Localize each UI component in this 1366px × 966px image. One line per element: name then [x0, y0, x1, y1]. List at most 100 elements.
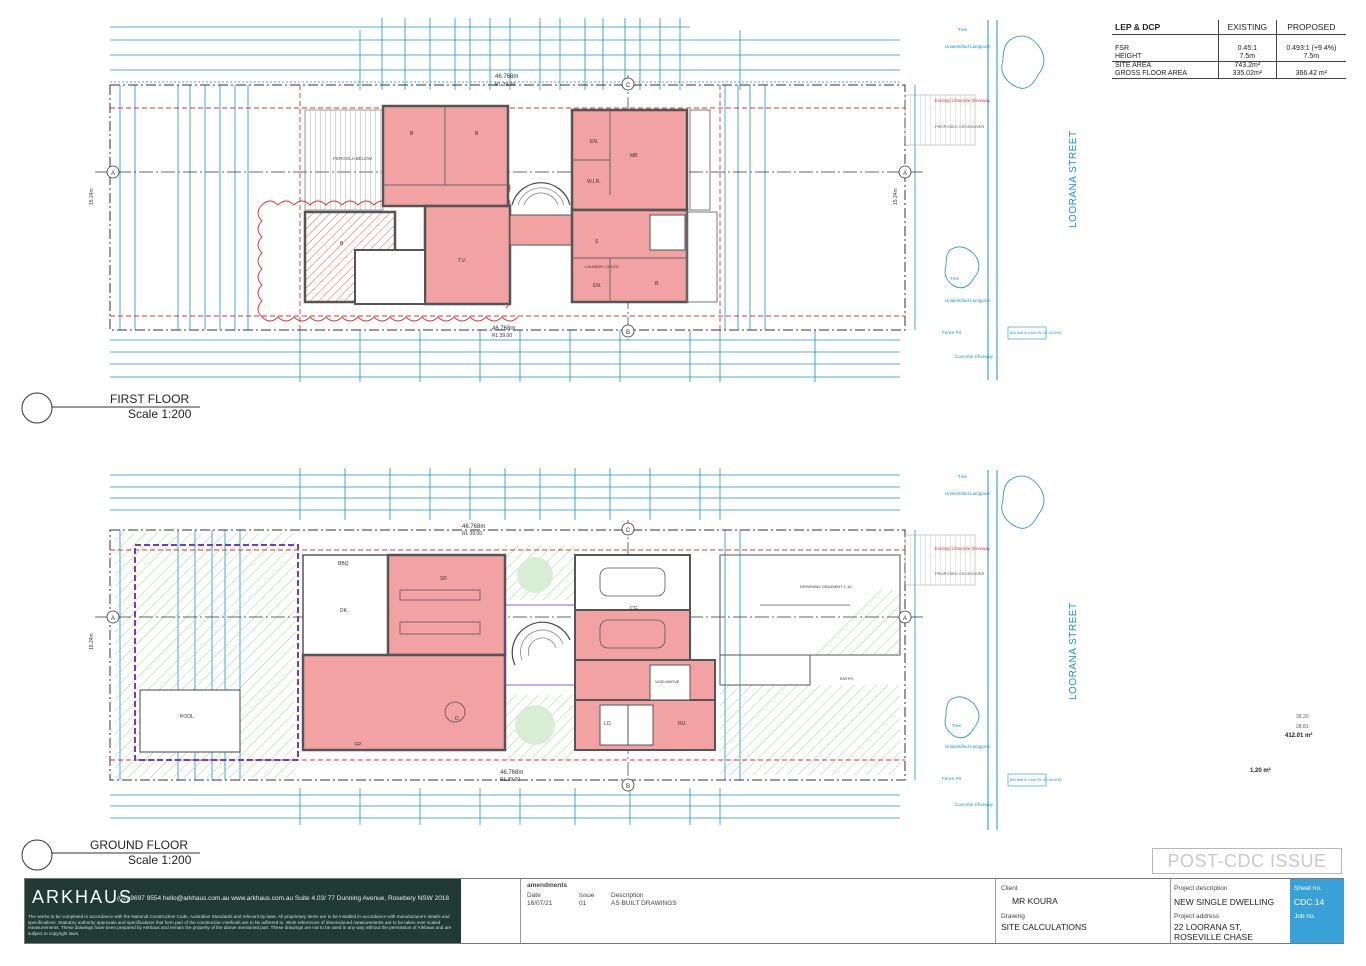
first-floor-stair: [511, 182, 571, 206]
entry-label: ENTRY: [840, 676, 854, 681]
lamppost-label-3: Unidentified Lamppost: [945, 491, 991, 496]
tree-label-2: Tree: [950, 276, 960, 281]
tree-label-1: Tree: [958, 27, 968, 32]
drawing-value: SITE CALCULATIONS: [1001, 922, 1087, 932]
job-label: Job no.: [1294, 913, 1316, 920]
car-1: [599, 567, 666, 597]
first-floor-balcony: [689, 109, 711, 211]
ground-floor-living-lower: [301, 653, 507, 752]
client-cell: Client MR KOURA Drawing SITE CALCULATION…: [995, 879, 1171, 943]
first-floor-grid-c-top: C: [626, 83, 631, 89]
room-laundry-chute: LAUNDRY CHUTE: [585, 264, 619, 269]
room-s: S: [595, 239, 599, 245]
proposed-crossover-label-2: PROPOSED CROSSOVER: [935, 571, 984, 576]
arkhaus-logo: ARKHAUS: [32, 887, 134, 907]
lep-row-fsr: [1112, 34, 1346, 45]
ground-floor-grid-b-bottom: B: [626, 784, 630, 790]
pool: [139, 689, 241, 753]
first-floor-title: FIRST FLOOR: [110, 392, 189, 406]
side-landscape-front: [720, 685, 900, 775]
benchmark-label-1: BM Nail in Kerb RL 42.08 AHD: [1010, 331, 1062, 335]
lep-row: SITE AREA 743.2m²: [1112, 60, 1346, 70]
room-bed-2: B: [475, 131, 479, 137]
lep-row: GROSS FLOOR AREA 335.02m² 366.42 m²: [1112, 69, 1346, 79]
brand-disclaimer: The works to be completed in accordance …: [28, 914, 452, 936]
first-floor-void: [649, 214, 686, 251]
lep-row: HEIGHT 7.5m 7.5m: [1112, 52, 1346, 61]
first-floor-crossover: [904, 94, 976, 146]
lep-cell: 366.42 m²: [1275, 69, 1346, 79]
laundry-room: [599, 704, 629, 746]
ground-floor-level-top: 46.768m: [462, 524, 485, 530]
ground-floor-title-bubble: [21, 839, 53, 871]
ground-floor-title: GROUND FLOOR: [90, 838, 188, 852]
ground-floor-frontage: 15.24m: [89, 633, 95, 650]
lep-cell: 743.2m²: [1218, 60, 1277, 70]
ground-floor-level-bottom: 46.768m: [500, 770, 523, 776]
tree-icon: [944, 475, 1045, 739]
ground-floor-stair-treads: [520, 629, 564, 661]
first-floor-wing-left-lower: [423, 204, 512, 306]
room-d: D.: [455, 716, 460, 722]
room-wir: W.I.R.: [587, 179, 601, 185]
pergola: [304, 109, 384, 211]
title-block: ARKHAUS (02) 9697 9554 hello@arkhaus.com…: [24, 878, 1344, 944]
sheet-number-panel: Sheet no. CDC.14 Job no.: [1290, 879, 1344, 943]
dining-table: [444, 701, 466, 723]
project-addr-label: Project address: [1174, 913, 1220, 920]
pool-fence-boundary: [134, 544, 299, 761]
lep-cell: 0.493:1 (+9.4%): [1275, 44, 1346, 53]
amend-issue: 01: [579, 900, 587, 907]
project-desc-value: NEW SINGLE DWELLING: [1174, 897, 1275, 907]
stair-treads: [517, 187, 565, 206]
lep-row-spacer: [1112, 35, 1219, 45]
lep-cell: 335.02m²: [1218, 69, 1277, 79]
ground-floor-grid-c-top: C: [626, 528, 631, 534]
first-floor-scale: Scale 1:200: [128, 407, 192, 421]
existing-driveway-label-1: Existing Concrete Driveway: [935, 98, 991, 103]
sheet-number: CDC.14: [1294, 897, 1325, 907]
room-ru: RU.: [678, 721, 687, 727]
bbq-area: [302, 554, 389, 656]
lep-dcp-table: LEP & DCP EXISTING PROPOSED FSR 0.45:1 0…: [1112, 20, 1346, 79]
ground-floor-top-dimensions: [110, 468, 900, 520]
ground-floor-plan: POOL C B A A BBQ SP.: [21, 468, 1312, 871]
description-label: Description: [611, 892, 644, 899]
front-garden-wedge: [810, 590, 900, 655]
lep-cell: 0.45:1: [1218, 44, 1277, 53]
ground-floor-scale: Scale 1:200: [128, 853, 192, 867]
fence-pit-label-1: Fence Pit: [942, 330, 962, 335]
project-addr-line-2: ROSEVILLE CHASE: [1174, 932, 1253, 942]
benchmark-label-2: BM Nail in Kerb RL 42.08 AHD: [1010, 778, 1062, 782]
first-floor-rl-top: RL 39.00: [495, 82, 515, 88]
lep-cell: 7.5m: [1218, 52, 1277, 61]
tree-icon: [944, 35, 1045, 289]
first-floor-white-room: [354, 249, 426, 305]
first-floor-plan: C B A A B B B B T.V. EN. EN. MB W.I.R. S…: [21, 18, 1079, 424]
first-floor-title-bubble: [21, 392, 53, 424]
pool-label: POOL: [180, 714, 194, 720]
ground-floor-grid-bubbles: [106, 522, 912, 792]
room-master-bed: MB: [630, 153, 638, 159]
first-floor-frontage-right: 15.24m: [893, 188, 899, 205]
first-floor-partitions: [383, 106, 687, 302]
project-cell: Project description NEW SINGLE DWELLING …: [1170, 879, 1291, 943]
post-cdc-issue-stamp: POST-CDC ISSUE: [1152, 848, 1342, 874]
room-ensuite-1: EN.: [590, 139, 598, 145]
lep-cell: 7.5m: [1275, 52, 1346, 61]
ground-floor-bottom-dimensions: [110, 788, 900, 825]
car-2: [599, 619, 666, 649]
kerb-label-1: Concrete Driveway: [955, 354, 994, 359]
lamppost-label-2: Unidentified Lamppost: [945, 298, 991, 303]
existing-driveway-label-2: Existing Concrete Driveway: [935, 546, 991, 551]
sheet-label: Sheet no.: [1294, 885, 1322, 892]
street-name-ground-floor: LOORANA STREET: [1068, 602, 1079, 700]
ground-floor-stair: [511, 621, 571, 666]
drawing-label: Drawing: [1001, 913, 1025, 920]
room-dk: DK.: [340, 608, 348, 614]
street-name-first-floor: LOORANA STREET: [1068, 130, 1079, 228]
garage-upper: [574, 554, 691, 611]
brand-panel: ARKHAUS (02) 9697 9554 hello@arkhaus.com…: [25, 879, 461, 943]
first-floor-bottom-dimensions: [110, 330, 900, 382]
